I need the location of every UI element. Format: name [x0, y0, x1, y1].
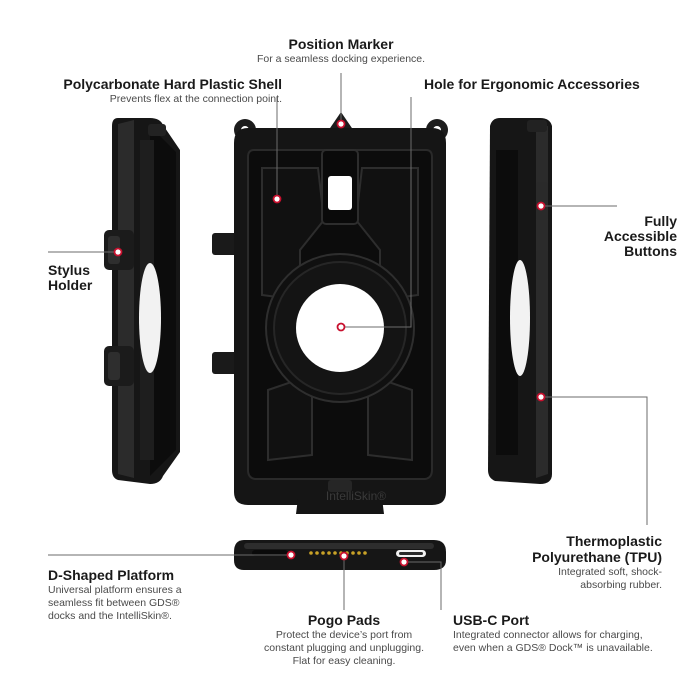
case-left-side-view — [104, 118, 180, 484]
hole-marker-dot — [336, 322, 346, 332]
polycarbonate-shell-desc: Prevents flex at the connection point. — [109, 93, 282, 105]
platform-marker-dot — [286, 550, 296, 560]
tpu-desc-line2: absorbing rubber. — [580, 579, 662, 591]
tpu-title-line1: Thermoplastic — [566, 533, 662, 549]
usbc-port-desc-line2: even when a GDS® Dock™ is unavailable. — [453, 642, 653, 654]
stylus-marker-dot — [113, 247, 123, 257]
usbc-marker-dot — [399, 557, 409, 567]
tpu-marker-dot — [536, 392, 546, 402]
tpu-title-line2: Polyurethane (TPU) — [532, 549, 662, 565]
accessible-buttons-title-line1: Fully — [644, 213, 677, 229]
position-marker-dot — [336, 119, 346, 129]
position-marker-desc: For a seamless docking experience. — [256, 53, 426, 65]
pogo-pads-title: Pogo Pads — [307, 612, 381, 628]
position-marker-title: Position Marker — [288, 36, 394, 52]
stylus-holder-title-line2: Holder — [48, 277, 93, 293]
shell-marker-dot — [272, 194, 282, 204]
usbc-port-desc-line1: Integrated connector allows for charging… — [453, 629, 643, 641]
ergonomic-hole-title: Hole for Ergonomic Accessories — [424, 76, 640, 92]
pogo-pads-desc-line3: Flat for easy cleaning. — [292, 655, 396, 667]
pogo-marker-dot — [339, 551, 349, 561]
stylus-holder-title-line1: Stylus — [48, 262, 91, 278]
usbc-port-title: USB-C Port — [453, 612, 530, 628]
pogo-pads-desc-line2: constant plugging and unplugging. — [264, 642, 424, 654]
case-front-view: IntelliSkin® — [212, 112, 448, 514]
d-shaped-platform-desc-line1: Universal platform ensures a — [48, 584, 182, 596]
leader-lines — [48, 73, 648, 610]
buttons-marker-dot — [536, 201, 546, 211]
d-shaped-platform-desc-line3: docks and the IntelliSkin®. — [48, 610, 172, 622]
d-shaped-platform-title: D-Shaped Platform — [48, 567, 175, 583]
pogo-pads-desc-line1: Protect the device’s port from — [275, 629, 413, 641]
accessible-buttons-title-line2: Accessible — [603, 228, 677, 244]
d-shaped-platform-desc-line2: seamless fit between GDS® — [48, 597, 180, 609]
marker-dots — [113, 119, 546, 567]
pogo-pads-pins — [309, 551, 367, 555]
brand-emboss-text: IntelliSkin® — [326, 489, 386, 503]
case-right-side-view — [488, 118, 552, 484]
polycarbonate-shell-title: Polycarbonate Hard Plastic Shell — [63, 76, 282, 92]
accessible-buttons-title-line3: Buttons — [624, 243, 677, 259]
tpu-desc-line1: Integrated soft, shock- — [558, 566, 662, 578]
